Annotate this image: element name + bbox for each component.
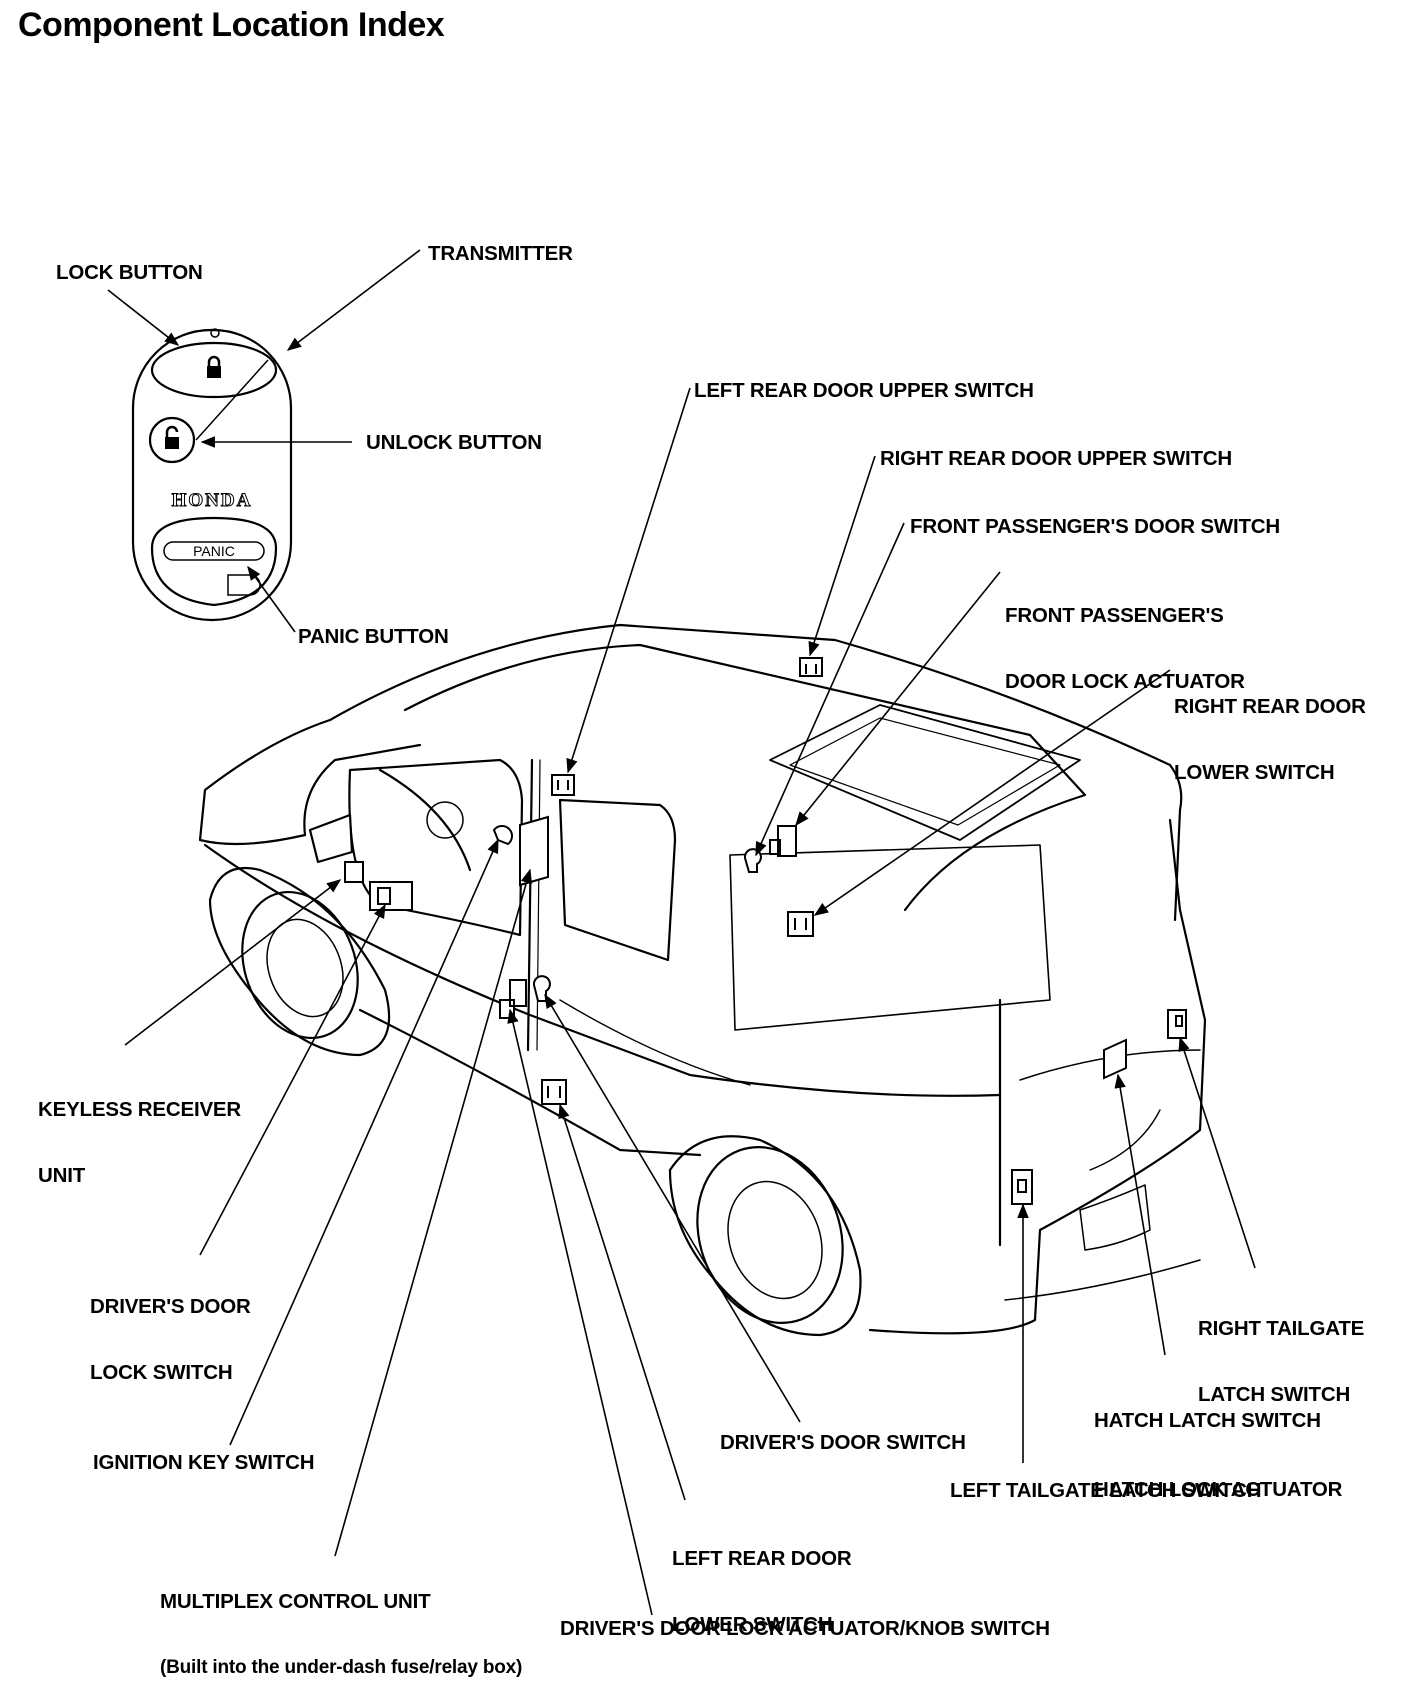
multiplex-control-unit-note: (Built into the under-dash fuse/relay bo… (160, 1657, 523, 1678)
multiplex-control-unit-label: MULTIPLEX CONTROL UNIT (Built into the u… (160, 1547, 522, 1701)
ignition-key-switch-label: IGNITION KEY SWITCH (93, 1451, 315, 1474)
keyless-receiver-unit-label: KEYLESS RECEIVER UNIT (38, 1055, 241, 1209)
leader-lines (108, 250, 1255, 1615)
lock-icon (207, 366, 221, 378)
unlock-icon (165, 437, 179, 449)
keyless-receiver-unit-line2: UNIT (38, 1164, 86, 1187)
keyless-receiver-unit-icon (345, 862, 363, 882)
drivers-door-lock-actuator-knob-switch-label: DRIVER'S DOOR LOCK ACTUATOR/KNOB SWITCH (560, 1617, 1050, 1640)
drivers-door-lock-switch-icon (370, 882, 412, 910)
drivers-door-lock-switch-label: DRIVER'S DOOR LOCK SWITCH (90, 1252, 251, 1406)
hatch-latch-switch-icon (1104, 1040, 1126, 1078)
keyless-receiver-unit-line1: KEYLESS RECEIVER (38, 1098, 241, 1121)
left-rear-door-upper-switch-label: LEFT REAR DOOR UPPER SWITCH (694, 379, 1034, 402)
right-rear-door-lower-switch-line1: RIGHT REAR DOOR (1174, 695, 1366, 718)
right-tailgate-latch-switch-icon (1168, 1010, 1186, 1038)
drivers-door-lock-switch-line1: DRIVER'S DOOR (90, 1295, 251, 1318)
left-rear-door-upper-switch-icon (552, 775, 574, 795)
hatch-latch-switch-line1: HATCH LATCH SWITCH (1094, 1409, 1321, 1432)
front-passengers-door-lock-actuator-line2: DOOR LOCK ACTUATOR (1005, 670, 1245, 693)
right-tailgate-latch-switch-label: RIGHT TAILGATE LATCH SWITCH (1198, 1274, 1364, 1428)
right-rear-door-upper-switch-icon (800, 658, 822, 676)
multiplex-control-unit-line1: MULTIPLEX CONTROL UNIT (160, 1590, 431, 1613)
lock-button-shape (152, 343, 276, 397)
right-rear-door-upper-switch-label: RIGHT REAR DOOR UPPER SWITCH (880, 447, 1233, 470)
honda-logo: HONDA (172, 490, 253, 511)
right-tailgate-latch-switch-line1: RIGHT TAILGATE (1198, 1317, 1365, 1340)
hatch-lock-actuator-line: HATCH LOCK ACTUATOR (1094, 1478, 1343, 1501)
right-rear-door-lower-switch-line2: LOWER SWITCH (1174, 761, 1335, 784)
panic-text: PANIC (193, 543, 235, 559)
left-rear-door-lower-switch-icon (542, 1080, 566, 1104)
transmitter-label: TRANSMITTER (428, 242, 573, 265)
right-rear-door-lower-switch-label: RIGHT REAR DOOR LOWER SWITCH (1174, 652, 1366, 806)
right-rear-door-lower-switch-icon (788, 912, 813, 936)
front-passengers-door-lock-actuator-line1: FRONT PASSENGER'S (1005, 604, 1224, 627)
left-tailgate-latch-switch-label: LEFT TAILGATE LATCH SWITCH (950, 1479, 1262, 1502)
panic-button-label: PANIC BUTTON (298, 625, 449, 648)
left-rear-door-lower-switch-line2: LOWER SWITCH (672, 1613, 833, 1636)
drivers-door-switch-label: DRIVER'S DOOR SWITCH (720, 1431, 966, 1454)
multiplex-control-unit-icon (520, 817, 548, 885)
front-passengers-door-switch-label: FRONT PASSENGER'S DOOR SWITCH (910, 515, 1280, 538)
transmitter-key-fob (133, 329, 291, 620)
front-passengers-door-lock-actuator-icon (770, 826, 796, 856)
unlock-button-shape (150, 418, 194, 462)
hatch-latch-switch-label: HATCH LATCH SWITCH HATCH LOCK ACTUATOR (1094, 1366, 1342, 1523)
right-tailgate-latch-switch-line2: LATCH SWITCH (1198, 1383, 1351, 1406)
lock-button-label: LOCK BUTTON (56, 261, 203, 284)
left-tailgate-latch-switch-icon (1012, 1170, 1032, 1204)
front-passengers-door-switch-icon (745, 849, 761, 872)
left-rear-door-lower-switch-label: LEFT REAR DOOR LOWER SWITCH (672, 1504, 852, 1658)
panic-button-shape (152, 518, 276, 605)
left-rear-door-lower-switch-line1: LEFT REAR DOOR (672, 1547, 852, 1570)
vehicle-body (200, 625, 1205, 1344)
page-title: Component Location Index (18, 6, 445, 44)
unlock-button-label: UNLOCK BUTTON (366, 431, 542, 454)
drivers-door-lock-switch-line2: LOCK SWITCH (90, 1361, 233, 1384)
drivers-door-switch-icon (534, 976, 550, 1001)
front-passengers-door-lock-actuator-label: FRONT PASSENGER'S DOOR LOCK ACTUATOR (1005, 561, 1245, 715)
